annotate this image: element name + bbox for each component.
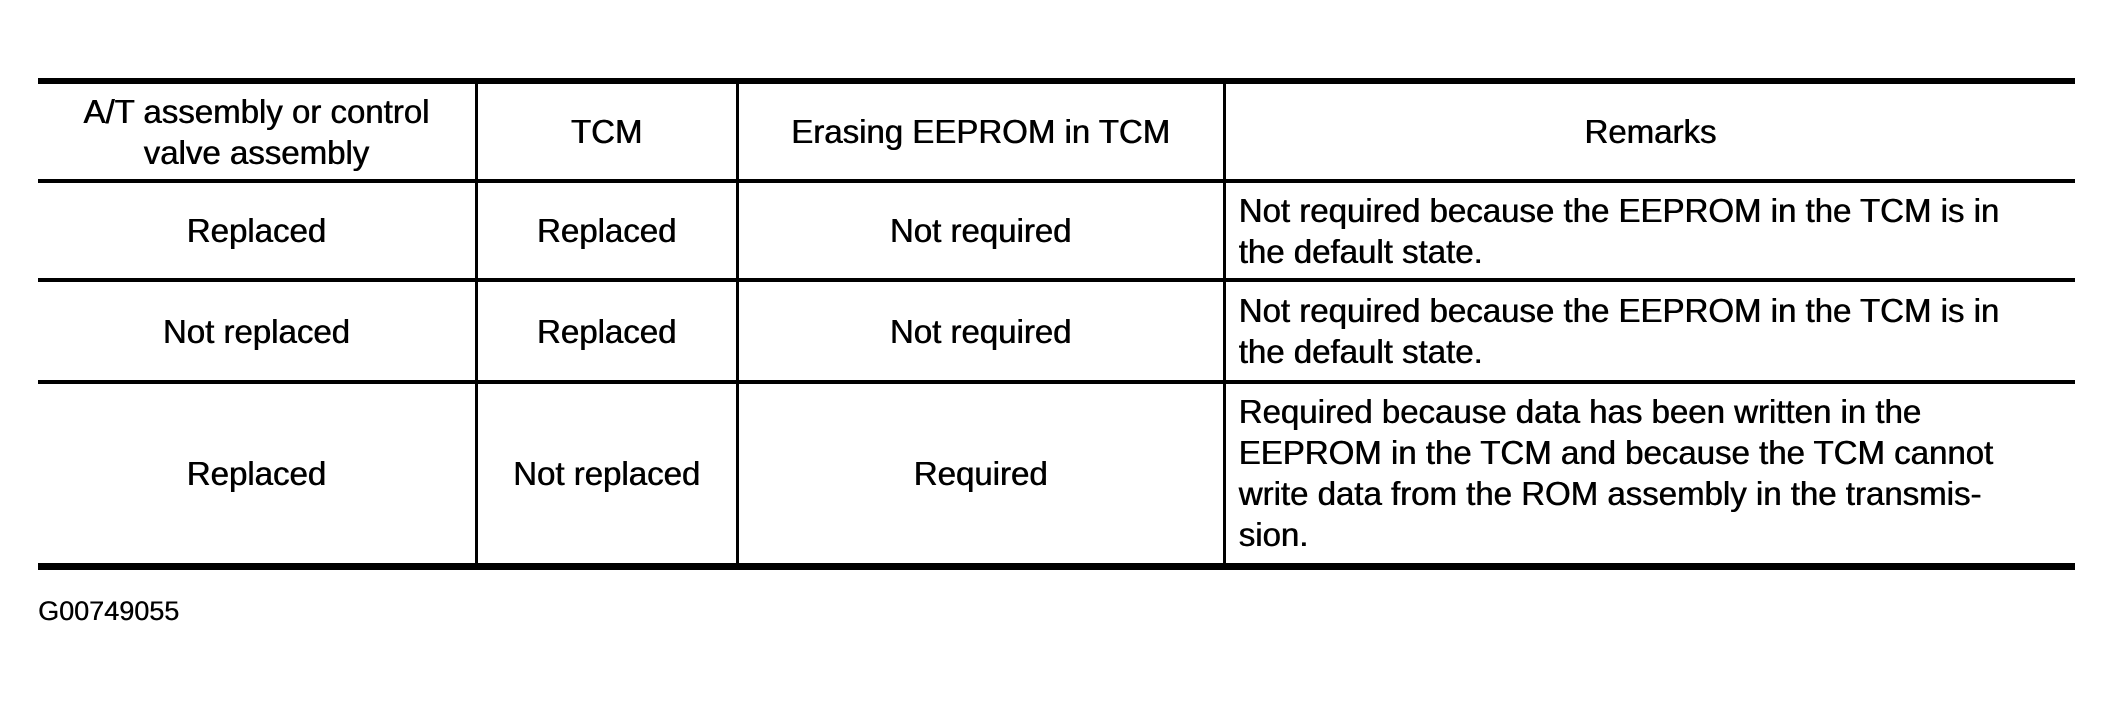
table-body: Replaced Replaced Not required Not requi… (38, 181, 2075, 566)
cell-tcm: Replaced (474, 280, 737, 382)
header-cell-erasing-eeprom: Erasing EEPROM in TCM (735, 81, 1224, 181)
cell-remarks: Not required because the EEPROM in the T… (1222, 280, 2075, 382)
table-row: Replaced Replaced Not required Not requi… (38, 181, 2075, 280)
cell-erasing: Not required (735, 181, 1224, 280)
cell-tcm: Not replaced (474, 382, 737, 566)
cell-remarks: Required because data has been written i… (1222, 382, 2075, 566)
table-header: A/T assembly or control valve assembly T… (38, 81, 2075, 181)
cell-erasing: Required (735, 382, 1224, 566)
header-cell-tcm: TCM (474, 81, 737, 181)
cell-assembly: Replaced (186, 212, 326, 249)
header-row: A/T assembly or control valve assembly T… (38, 81, 2075, 181)
cell-tcm: Replaced (474, 181, 737, 280)
header-cell-remarks: Remarks (1222, 81, 2075, 181)
table-row: Replaced Not replaced Required Required … (38, 382, 2075, 566)
figure-code: G00749055 (38, 596, 180, 626)
cell-erasing: Not required (735, 280, 1224, 382)
header-cell-assembly: A/T assembly or control valve assembly (83, 92, 430, 171)
table-row: Not replaced Replaced Not required Not r… (38, 280, 2075, 382)
cell-assembly: Not replaced (162, 312, 350, 350)
tcm-eeprom-table: A/T assembly or control valve assembly T… (38, 78, 2075, 570)
cell-remarks: Not required because the EEPROM in the T… (1222, 181, 2075, 280)
cell-assembly: Replaced (186, 454, 326, 492)
